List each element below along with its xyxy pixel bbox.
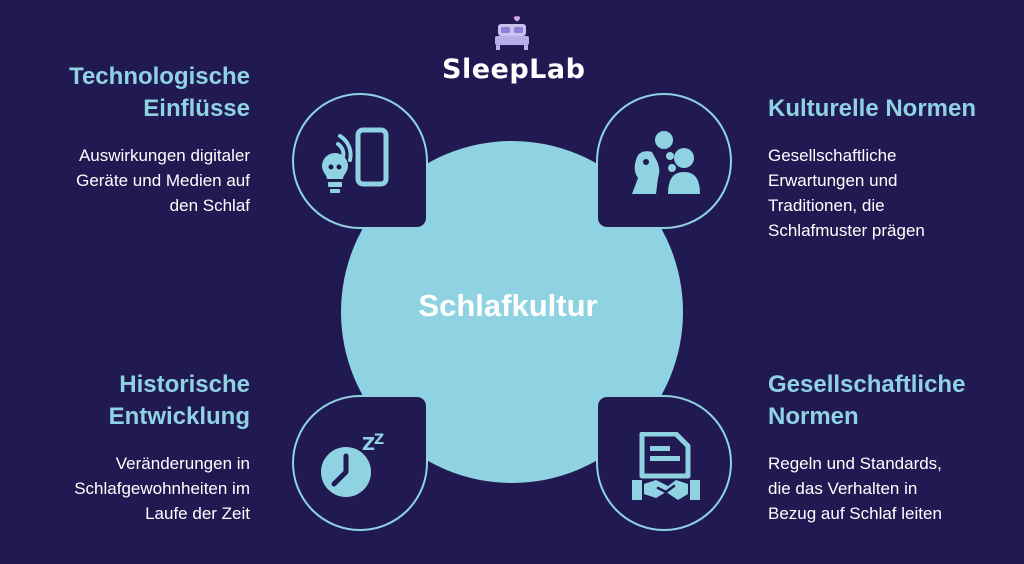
logo: SleepLab (442, 14, 586, 86)
topic-historische-entwicklung: Historische Entwicklung Veränderungen in… (20, 369, 250, 526)
svg-text:Z: Z (374, 432, 384, 448)
topic-description: Auswirkungen digitaler Geräte und Medien… (76, 146, 250, 215)
center-circle (341, 141, 683, 483)
svg-text:Z: Z (362, 434, 375, 455)
bed-heart-icon (495, 16, 529, 50)
topic-title: Historische Entwicklung (108, 371, 250, 430)
topic-kulturelle-normen: Kulturelle Normen Gesellschaftliche Erwa… (768, 93, 1018, 243)
people-icon (632, 131, 700, 194)
topic-title: Gesellschaftliche Normen (768, 371, 966, 430)
logo-text: SleepLab (442, 54, 586, 85)
topic-gesellschaftliche-normen: Gesellschaftliche Normen Regeln und Stan… (768, 369, 1018, 526)
topic-title: Technologische Einflüsse (69, 63, 250, 122)
topic-description: Gesellschaftliche Erwartungen und Tradit… (768, 146, 925, 240)
lightbulb-phone-icon (322, 127, 389, 193)
topic-title: Kulturelle Normen (768, 95, 977, 122)
document-handshake-icon (632, 432, 700, 500)
petal-top-right (596, 93, 732, 229)
topic-description: Veränderungen in Schlafgewohnheiten im L… (74, 454, 250, 523)
topic-technologische-einfluesse: Technologische Einflüsse Auswirkungen di… (20, 61, 250, 218)
clock-zzz-icon: Z Z (321, 432, 384, 497)
topic-description: Regeln und Standards, die das Verhalten … (768, 454, 942, 523)
center-label: Schlafkultur (418, 288, 598, 323)
